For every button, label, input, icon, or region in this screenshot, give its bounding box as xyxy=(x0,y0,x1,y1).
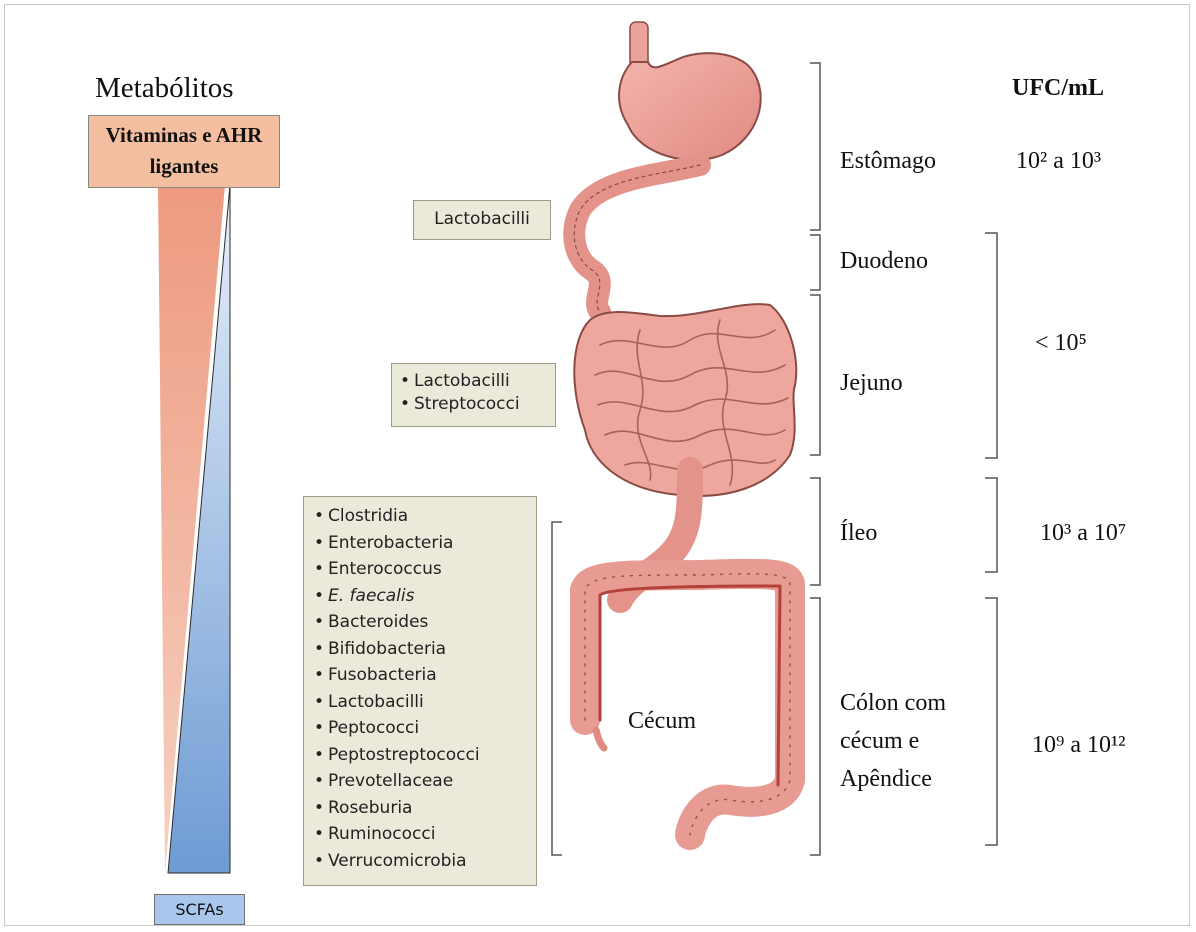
small-intestine-cfu-bracket xyxy=(985,233,997,458)
region-label-colon-line: Apêndice xyxy=(840,760,946,798)
cfu-small-intestine: < 10⁵ xyxy=(1035,330,1087,357)
region-label-ileum: Íleo xyxy=(840,520,877,547)
colon-bracket xyxy=(810,598,820,855)
duodenum-bracket xyxy=(810,235,820,290)
ileum-bracket xyxy=(810,478,820,585)
ileum-cfu-bracket xyxy=(985,478,997,572)
colon-box-bracket xyxy=(552,522,562,855)
stomach-bracket xyxy=(810,63,820,230)
colon-cfu-bracket xyxy=(985,598,997,845)
region-label-duodenum: Duodeno xyxy=(840,248,928,275)
cfu-ileum: 10³ a 10⁷ xyxy=(1040,520,1126,547)
region-label-jejunum: Jejuno xyxy=(840,370,903,397)
cfu-colon: 10⁹ a 10¹² xyxy=(1032,732,1125,759)
region-label-colon-line: Cólon com xyxy=(840,684,946,722)
cfu-stomach: 10² a 10³ xyxy=(1016,148,1101,175)
jejunum-bracket xyxy=(810,295,820,455)
region-label-colon-line: cécum e xyxy=(840,722,946,760)
region-label-stomach: Estômago xyxy=(840,148,936,175)
region-label-colon: Cólon com cécum e Apêndice xyxy=(840,684,946,798)
cfu-header: UFC/mL xyxy=(1012,75,1104,102)
